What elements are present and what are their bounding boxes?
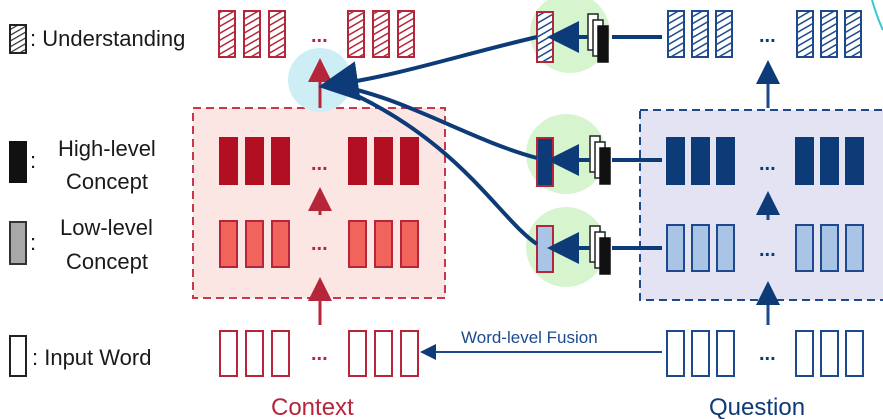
context-understanding-ellipsis: ... <box>311 25 328 47</box>
arrow-fused-low-to-attention <box>339 86 539 246</box>
fused-low-level-vector <box>536 225 554 273</box>
legend-low-level-colon: : <box>30 230 36 255</box>
arrow-fused-high-to-attention <box>339 84 538 160</box>
legend-input-word-label: : Input Word <box>32 345 151 370</box>
legend: : Understanding : High-level Concept : L… <box>9 24 185 377</box>
decorative-arc <box>871 0 883 31</box>
legend-high-level-colon: : <box>30 148 36 173</box>
question-understanding-ellipsis: ... <box>759 25 776 47</box>
legend-high-level-line2: Concept <box>66 169 148 194</box>
question-input-ellipsis: ... <box>759 343 776 365</box>
context-low-level-ellipsis: ... <box>311 233 328 255</box>
arrow-fused-understanding-to-attention <box>318 35 538 101</box>
context-high-level-ellipsis: ... <box>311 153 328 175</box>
question-understanding-layer <box>667 10 862 58</box>
question-low-level-ellipsis: ... <box>759 239 776 261</box>
legend-input-word-swatch <box>9 335 27 377</box>
stack-icon-low-level <box>589 225 611 275</box>
question-high-level-layer <box>666 137 864 185</box>
question-title: Question <box>709 394 805 419</box>
context-low-level-layer <box>219 220 419 268</box>
legend-high-level-swatch <box>9 141 27 183</box>
legend-low-level-line2: Concept <box>66 249 148 274</box>
legend-understanding-swatch <box>9 24 27 54</box>
word-level-fusion-label: Word-level Fusion <box>461 328 598 347</box>
context-title: Context <box>271 394 354 419</box>
context-high-level-layer <box>219 137 419 185</box>
stack-icon-high-level <box>589 135 611 185</box>
stack-icon-understanding <box>587 13 609 63</box>
context-input-word-layer <box>219 330 419 377</box>
question-low-level-layer <box>666 224 864 272</box>
legend-low-level-swatch <box>9 221 27 265</box>
fused-high-level-vector <box>536 137 554 187</box>
context-understanding-layer <box>218 10 415 58</box>
question-high-level-ellipsis: ... <box>759 153 776 175</box>
fused-understanding-vector <box>536 11 554 63</box>
legend-understanding-label: : Understanding <box>30 26 185 51</box>
context-input-ellipsis: ... <box>311 343 328 365</box>
question-input-word-layer <box>666 330 864 377</box>
legend-high-level-line1: High-level <box>58 136 156 161</box>
legend-low-level-line1: Low-level <box>60 215 153 240</box>
